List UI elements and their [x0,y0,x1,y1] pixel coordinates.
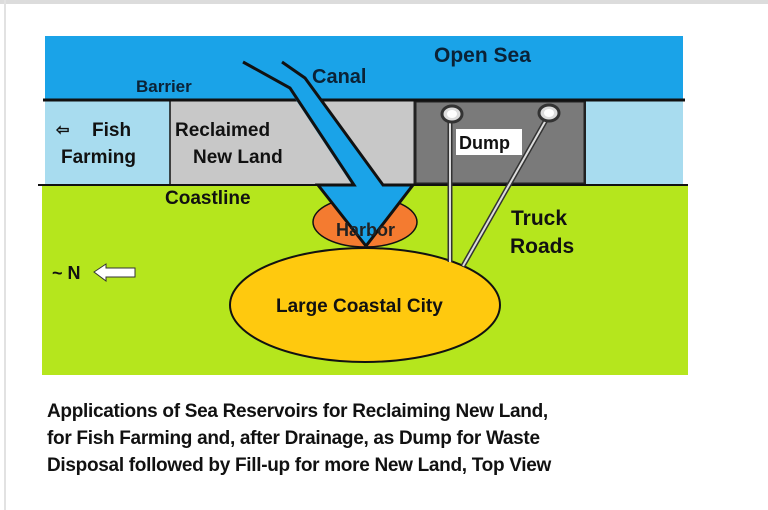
canal-right-bank [281,60,417,247]
dump-label-box [456,129,522,155]
diagram-caption: Applications of Sea Reservoirs for Recla… [47,398,551,479]
farming-label: Farming [61,147,136,168]
caption-line-3: Disposal followed by Fill-up for more Ne… [47,455,551,476]
dump-label: Dump [459,133,510,153]
truck-label: Truck [511,207,567,230]
reclaimed-label: Reclaimed [175,120,270,141]
open-sea-area [45,36,683,100]
canal [243,62,413,246]
harbor-label: Harbor [336,220,395,240]
window-left-border [4,0,6,510]
coastline-label: Coastline [165,188,251,209]
fish-arrow-icon: ⇦ [55,122,69,139]
truck-roads [440,103,561,268]
caption-line-2: for Fish Farming and, after Drainage, as… [47,428,540,449]
reclaimed-land-area [169,99,416,186]
large-coastal-city [229,247,501,363]
window-top-border [0,0,768,4]
north-label: ~ N [52,263,81,283]
new-land-label: New Land [193,147,283,168]
canal-left-bank [242,60,368,247]
open-sea-label: Open Sea [434,44,531,67]
north-arrow-icon [93,263,136,282]
right-reservoir [586,100,683,185]
city-label: Large Coastal City [276,296,443,317]
caption-line-1: Applications of Sea Reservoirs for Recla… [47,401,548,422]
barrier-label: Barrier [136,77,192,96]
canal-label: Canal [312,66,366,88]
fish-farming-reservoir [45,100,170,185]
roads-label: Roads [510,235,574,258]
fish-label: Fish [92,120,131,141]
